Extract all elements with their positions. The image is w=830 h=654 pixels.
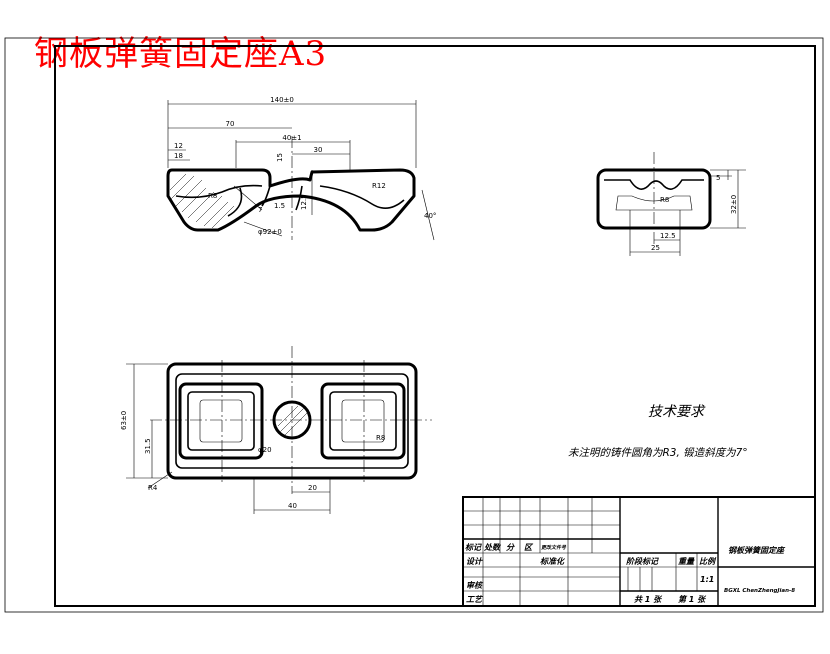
top-dim-31-5: 31.5 [144, 438, 152, 454]
tb-value-scale: 1:1 [700, 575, 714, 584]
front-view-inner-edges [227, 185, 303, 217]
dim-r12: R12 [372, 182, 386, 190]
dim-40: 40±1 [282, 134, 301, 142]
tb-label-count: 处数 [483, 543, 502, 552]
tb-label-process: 工艺 [466, 595, 484, 604]
tb-label-scale: 比例 [699, 557, 717, 566]
dim-r8: R8 [208, 192, 217, 200]
tb-label-design: 设计 [466, 557, 483, 566]
drawing-title: 钢板弹簧固定座A3 [34, 34, 328, 74]
dim-angle-40: 40° [424, 212, 436, 220]
side-dim-12-5: 12.5 [660, 232, 676, 240]
tb-label-change-doc: 更改文件号 [541, 544, 567, 551]
top-view-right-pocket [320, 382, 406, 460]
drawing-frame [54, 45, 816, 607]
title-block: 标记 处数 分 区 更改文件号 设计 标准化 审核 工艺 阶段标记 重量 比例 … [462, 496, 816, 607]
tb-label-standardize: 标准化 [540, 557, 566, 566]
tb-label-weight: 重量 [678, 557, 695, 566]
side-view: R8 5 32±0 12.5 25 [596, 152, 746, 256]
tb-label-review: 审核 [466, 581, 484, 590]
top-view-left-pocket [178, 382, 264, 460]
front-view-hatching [169, 173, 235, 229]
top-dim-dia20: φ20 [258, 446, 272, 454]
side-dim-32: 32±0 [730, 195, 738, 214]
tech-requirements-note: 未注明的铸件圆角为R3, 锻造斜度为7° [568, 447, 748, 459]
side-dim-25: 25 [651, 244, 660, 252]
tb-part-name: 钢板弹簧固定座 [728, 546, 786, 555]
front-view: 140±0 70 40±1 12 18 30 15 12.5 R8 R12 7 … [166, 96, 436, 241]
side-view-inner-pocket [615, 195, 693, 211]
tb-label-zone: 分 [506, 543, 515, 552]
dim-12-5: 12.5 [300, 194, 308, 210]
top-dim-40: 40 [288, 502, 297, 510]
dim-30: 30 [314, 146, 323, 154]
dim-18: 18 [174, 152, 183, 160]
top-view-hole-hatching [277, 405, 309, 437]
side-dim-r8: R8 [660, 196, 669, 204]
tb-drawing-number: BGXL ChenZhengJian-8 [724, 588, 795, 594]
top-view: 63±0 31.5 R4 φ20 R8 20 40 [120, 346, 432, 514]
dim-angle-7: 7 [258, 206, 262, 214]
tb-label-total-sheets: 共 1 张 [634, 595, 663, 604]
top-dim-r4: R4 [148, 484, 158, 492]
top-dim-20: 20 [308, 484, 317, 492]
dim-70: 70 [226, 120, 235, 128]
dim-1-5: 1.5 [274, 202, 285, 210]
tb-label-mark: 标记 [465, 543, 482, 552]
front-view-outline [166, 168, 416, 232]
front-view-inner-profile [175, 184, 405, 209]
tech-requirements-heading: 技术要求 [648, 404, 706, 420]
top-dim-63: 63±0 [120, 411, 128, 430]
side-dim-5: 5 [716, 174, 720, 182]
side-view-top-profile [604, 179, 704, 190]
dim-15: 15 [276, 153, 284, 162]
outer-border [4, 37, 824, 613]
tb-label-zone2: 区 [524, 543, 534, 552]
tb-label-sheet-no: 第 1 张 [678, 595, 707, 604]
top-dim-r8: R8 [376, 434, 385, 442]
dim-overall-width: 140±0 [270, 96, 294, 104]
dim-12: 12 [174, 142, 183, 150]
tb-label-stage-mark: 阶段标记 [626, 557, 659, 566]
dim-dia92: φ92±0 [258, 228, 282, 236]
